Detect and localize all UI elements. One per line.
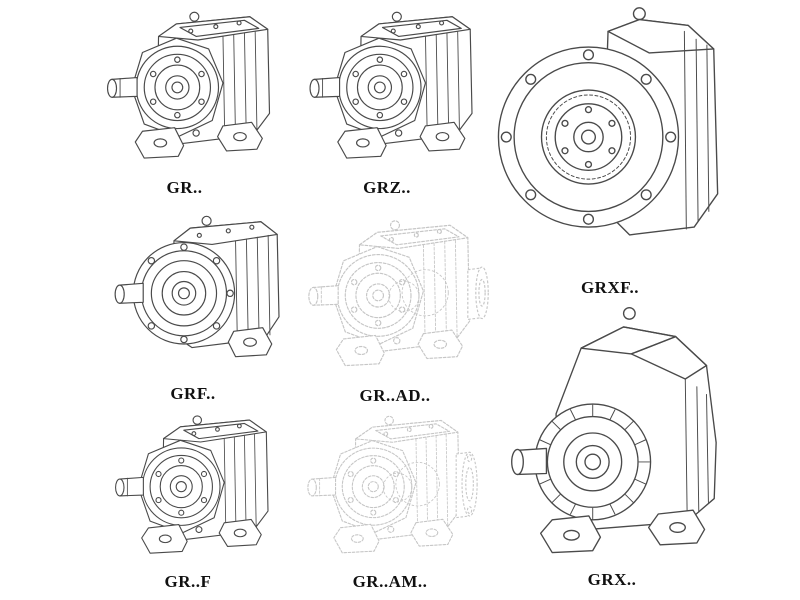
model-label-grx: GRX.. — [587, 570, 637, 589]
model-label-gr: GR.. — [166, 178, 203, 197]
gr-gearbox-drawing — [106, 11, 271, 159]
grf-gearbox-drawing — [114, 215, 280, 358]
model-cell-gr-ad: GR..AD.. — [292, 214, 498, 410]
model-cell-gr-f: GR..F — [86, 410, 290, 596]
model-label-grxf: GRXF.. — [580, 278, 640, 297]
model-label-grz: GRZ.. — [363, 178, 411, 197]
model-cell-grf: GRF.. — [88, 210, 298, 408]
gr-am-gearbox-ghost-drawing — [307, 415, 478, 554]
model-label-gr-f: GR..F — [164, 572, 212, 591]
grz-gearbox-drawing — [309, 11, 473, 159]
model-cell-gr-am: GR..AM.. — [292, 410, 488, 596]
model-label-gr-am: GR..AM.. — [352, 572, 428, 591]
model-label-grf: GRF.. — [170, 384, 216, 403]
model-cell-grx: GRX.. — [492, 298, 732, 594]
model-cell-grxf: GRXF.. — [492, 2, 728, 302]
gr-f-gearbox-drawing — [115, 415, 269, 554]
gr-ad-gearbox-ghost-drawing — [308, 220, 489, 367]
model-cell-gr: GR.. — [82, 6, 287, 202]
grx-gearbox-drawing — [511, 306, 717, 554]
model-label-gr-ad: GR..AD.. — [359, 386, 431, 405]
grxf-gearbox-drawing — [497, 7, 719, 236]
model-cell-grz: GRZ.. — [292, 6, 482, 202]
